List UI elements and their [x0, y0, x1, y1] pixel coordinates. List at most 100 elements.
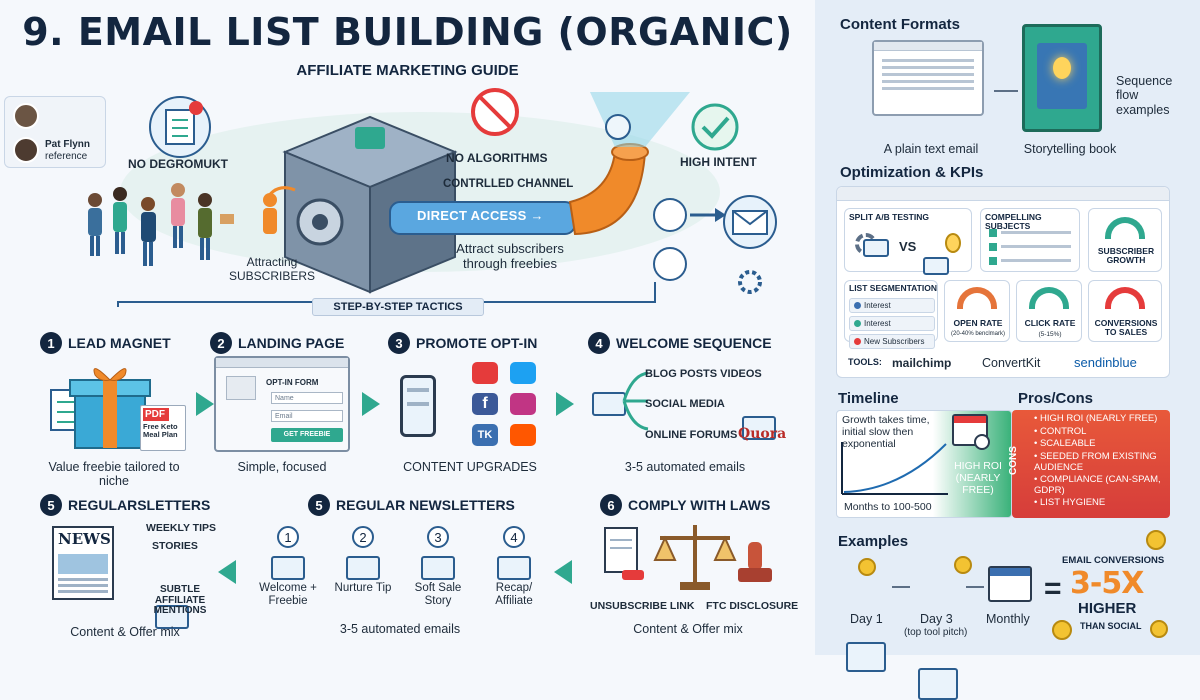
attracting-subscribers-label: Attracting SUBSCRIBERS	[228, 255, 316, 283]
email-number: 1	[277, 526, 299, 548]
landing-page-window: OPT-IN FORM Name Email GET FREEBIE	[214, 356, 350, 452]
step-title: WELCOME SEQUENCE	[616, 335, 772, 351]
page-title: 9. EMAIL LIST BUILDING (ORGANIC)	[22, 10, 793, 54]
email-label: Recap/ Affiliate	[495, 582, 533, 607]
sequence-label: Sequence flow examples	[1116, 74, 1173, 117]
arrow-left	[554, 560, 572, 584]
ftc-label: FTC DISCLOSURE	[706, 600, 799, 612]
lightbulb-icon	[1053, 57, 1071, 79]
pdf-label: PDF	[143, 408, 169, 421]
email-label: Welcome + Freebie	[259, 582, 317, 607]
timeline-roi: HIGH ROI (NEARLY FREE)	[954, 460, 1002, 497]
envelope-icon	[592, 392, 626, 416]
step-regularsletters-title: 5 REGULARSLETTERS	[40, 494, 210, 516]
image-placeholder	[226, 376, 256, 400]
hero-illustration	[88, 88, 777, 307]
envelope-icon	[497, 556, 531, 580]
pdf-title: Free Keto Meal Plan	[143, 422, 178, 440]
pdf-card: PDF Free Keto Meal Plan	[140, 405, 186, 451]
newsletters-caption: 3-5 automated emails	[339, 622, 461, 636]
newspaper-icon: NEWS	[52, 526, 114, 600]
tool-mailchimp: mailchimp	[892, 356, 952, 370]
step-number: 6	[600, 494, 622, 516]
get-freebie-button[interactable]: GET FREEBIE	[271, 428, 343, 442]
step-number: 2	[210, 332, 232, 354]
click-rate-label: CLICK RATE	[1024, 318, 1076, 328]
envelope-icon	[421, 556, 455, 580]
unsubscribe-label: UNSUBSCRIBE LINK	[590, 600, 695, 612]
step-landing-page-title: 2 LANDING PAGE	[210, 332, 344, 354]
name-field[interactable]: Name	[271, 392, 343, 404]
example-day3-sub: (top tool pitch)	[904, 627, 968, 638]
step-title: PROMOTE OPT-IN	[416, 335, 538, 351]
tool-convertkit: ConvertKit	[982, 356, 1041, 370]
clock-icon	[974, 434, 990, 450]
user-icon	[653, 247, 687, 281]
segment-item: New Subscribers	[849, 334, 935, 349]
gauge-icon	[957, 287, 997, 309]
no-algorithms-icon	[471, 88, 519, 136]
proscons-item: • SCALEABLE	[1034, 438, 1096, 450]
regularsletters-caption: Content & Offer mix	[70, 625, 180, 639]
arrow-right	[892, 586, 910, 588]
direct-access-pipe	[389, 143, 649, 236]
coin-icon	[858, 558, 876, 576]
arrow-right	[994, 90, 1018, 92]
timeline-months: Months to 100-500	[844, 501, 932, 513]
step-newsletters-title: 5 REGULAR NEWSLETTERS	[308, 494, 515, 516]
proscons-item: • LIST HYGIENE	[1034, 497, 1106, 509]
step-title: COMPLY WITH LAWS	[628, 497, 771, 513]
direct-access-label: DIRECT ACCESS →	[417, 208, 544, 223]
curve-arrow	[263, 186, 296, 203]
segment-item: Interest	[849, 316, 935, 331]
step-title: REGULARSLETTERS	[68, 497, 211, 513]
window-bar	[216, 358, 348, 368]
step-comply-title: 6 COMPLY WITH LAWS	[600, 494, 770, 516]
coin-icon	[954, 556, 972, 574]
ab-testing-card: SPLIT A/B TESTING VS	[844, 208, 972, 275]
examples-title: Examples	[838, 533, 909, 550]
tools-label: TOOLS:	[848, 357, 882, 367]
subjects-label: COMPELLING SUBJECTS	[985, 212, 1042, 232]
tactics-label: STEP-BY-STEP TACTICS	[333, 301, 463, 313]
gauge-icon	[1105, 217, 1145, 239]
email-number: 4	[503, 526, 525, 548]
proscons-item: • CONTROL	[1034, 425, 1087, 437]
proscons-list: • HIGH ROI (NEARLY FREE) • CONTROL • SCA…	[1034, 413, 1168, 509]
safe-icon	[282, 115, 458, 294]
envelope-icon	[346, 556, 380, 580]
open-rate-label: OPEN RATE	[953, 318, 1003, 328]
step-title: REGULAR NEWSLETTERS	[336, 497, 515, 513]
step-lead-magnet-title: 1 LEAD MAGNET	[40, 332, 171, 354]
avatar	[13, 103, 39, 129]
sequence-email-1: 1 Welcome + Freebie	[258, 526, 318, 607]
gear-icon	[738, 270, 762, 294]
opt-in-form-title: OPT-IN FORM	[266, 378, 319, 387]
email-label: Nurture Tip	[334, 582, 392, 594]
tiktok-icon: TK	[472, 424, 498, 446]
envelope-icon	[723, 195, 777, 249]
window-bar	[874, 42, 982, 51]
channel-forums: ONLINE FORUMS	[645, 429, 738, 441]
controlled-channel-label: CONTRLLED CHANNEL	[443, 178, 574, 190]
step-number: 1	[40, 332, 62, 354]
user-icon	[653, 198, 687, 232]
plain-email-label: A plain text email	[883, 142, 979, 156]
click-rate-card: CLICK RATE (5-15%)	[1016, 280, 1082, 342]
news-item-stories: STORIES	[152, 540, 198, 552]
no-algorithms-label: NO ALGORITHMS	[446, 151, 548, 165]
youtube-icon	[472, 362, 498, 384]
email-field[interactable]: Email	[271, 410, 343, 422]
coin-icon	[1150, 620, 1168, 638]
step-welcome-title: 4 WELCOME SEQUENCE	[588, 332, 772, 354]
email-number: 2	[352, 526, 374, 548]
arrow-right	[556, 392, 574, 416]
step-title: LANDING PAGE	[238, 335, 345, 351]
example-day1: Day 1	[850, 612, 883, 626]
checkbox-icon	[989, 229, 997, 237]
avatar	[13, 137, 39, 163]
envelope-icon	[155, 605, 189, 629]
arrow-right	[196, 392, 214, 416]
sequence-email-3: 3 Soft Sale Story	[408, 526, 468, 607]
envelope-icon	[923, 257, 949, 275]
